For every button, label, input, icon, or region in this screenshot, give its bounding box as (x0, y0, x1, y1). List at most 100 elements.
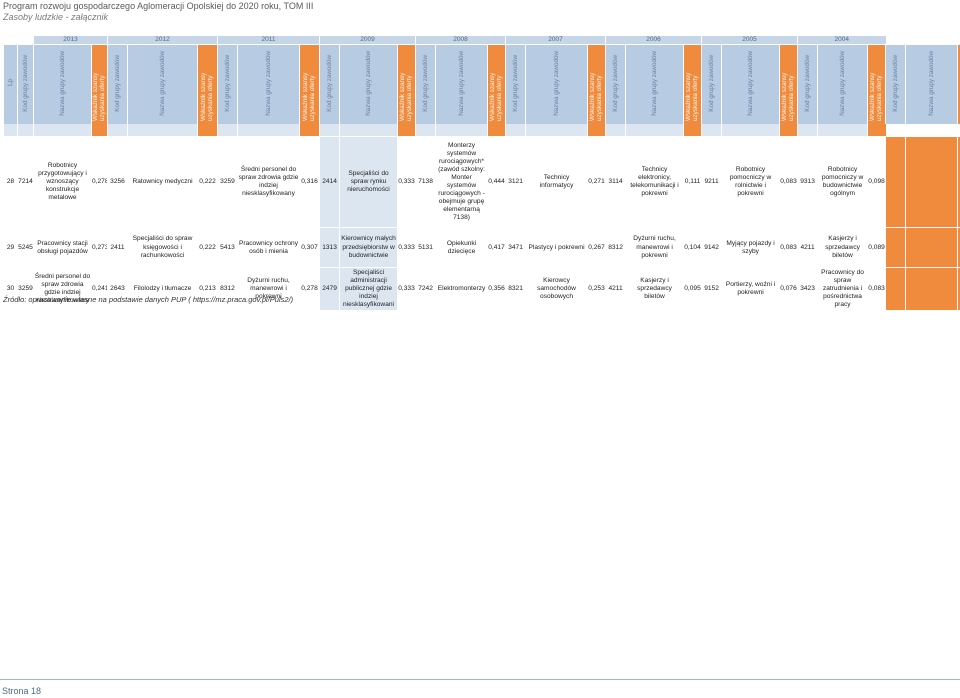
table-row: 29 5245 Pracownicy stacji obsługi pojazd… (3, 227, 960, 268)
cell-code: 4211 (797, 227, 818, 268)
cell-index: 0,083 (867, 267, 886, 310)
orange-marker (905, 267, 958, 310)
col-header-code: Kod grupy zawodów (415, 44, 436, 125)
cell-index: 0,222 (197, 227, 218, 268)
cell-name: Opiekunki dziecięce (435, 227, 488, 268)
cell-code: 2414 (319, 136, 340, 228)
cell-index: 0,241 (91, 267, 108, 310)
cell-index: 0,333 (397, 227, 416, 268)
col-header-code: Kod grupy zawodów (797, 44, 818, 125)
cell-index: 0,213 (197, 267, 218, 310)
cell-index: 0,273 (91, 227, 108, 268)
cell-name: Specjaliści do spraw księgowości i rachu… (127, 227, 198, 268)
col-header-name: Nazwa grupy zawodów (237, 44, 300, 125)
col-header-name: Nazwa grupy zawodów (33, 44, 92, 125)
cell-code: 8321 (505, 267, 526, 310)
cell-index: 0,083 (779, 227, 798, 268)
col-header-code: Kod grupy zawodów (605, 44, 626, 125)
cell-index: 0,098 (867, 136, 886, 228)
year-header: 2004 (797, 36, 886, 45)
cell-code: 3114 (605, 136, 626, 228)
column-header-row: Lp Kod grupy zawodów Nazwa grupy zawodów… (3, 44, 960, 125)
col-header-code: Kod grupy zawodów (217, 44, 238, 125)
orange-marker (957, 136, 960, 228)
cell-name: Portierzy, woźni i pokrewni (721, 267, 780, 310)
col-header-name: Nazwa grupy zawodów (721, 44, 780, 125)
cell-code: 5245 (17, 227, 34, 268)
col-header-index: Wskaźnik szansy uzyskania oferty (487, 44, 506, 125)
cell-name: Pracownicy do spraw zatrudnienia i pośre… (817, 267, 868, 310)
cell-name: Robotnicy pomocniczy w budownictwie ogól… (817, 136, 868, 228)
cell-name: Elektromonterzy (435, 267, 488, 310)
cell-name: Plastycy i pokrewni (525, 227, 588, 268)
cell-index: 0,333 (397, 136, 416, 228)
cell-code: 3423 (797, 267, 818, 310)
cell-index: 0,444 (487, 136, 506, 228)
col-header-name: Nazwa grupy zawodów (435, 44, 488, 125)
cell-code: 2479 (319, 267, 340, 310)
cell-index: 0,111 (683, 136, 702, 228)
col-header-name: Nazwa grupy zawodów (339, 44, 398, 125)
cell-name: Kierowcy samochodów osobowych (525, 267, 588, 310)
col-header-index: Wskaźnik szansy uzyskania oferty (397, 44, 416, 125)
year-header: 2007 (505, 36, 606, 45)
cell-code: 9313 (797, 136, 818, 228)
col-header-index: Wskaźnik szansy uzyskania oferty (683, 44, 702, 125)
cell-code: 8312 (605, 227, 626, 268)
col-header-name: Nazwa grupy zawodów (127, 44, 198, 125)
cell-name: Myjący pojazdy i szyby (721, 227, 780, 268)
year-header-row: 2013 2012 2011 2009 2008 2007 2006 2005 … (3, 36, 960, 45)
cell-name: Specjaliści do spraw rynku nieruchomości (339, 136, 398, 228)
year-header: 2009 (319, 36, 416, 45)
cell-code: 3259 (217, 136, 238, 228)
cell-index: 0,222 (197, 136, 218, 228)
cell-code: 1313 (319, 227, 340, 268)
orange-marker (885, 227, 906, 268)
cell-code: 3256 (107, 136, 128, 228)
col-header-code: Kod grupy zawodów (701, 44, 722, 125)
cell-index: 0,278 (298, 267, 320, 310)
col-header-lp: Lp (3, 44, 18, 125)
document-title: Program rozwoju gospodarczego Aglomeracj… (3, 1, 314, 11)
cell-index: 0,316 (298, 136, 320, 228)
col-header-name: Nazwa grupy zawodów (817, 44, 868, 125)
cell-name: Dyżurni ruchu, manewrowi i pokrewni (237, 267, 300, 310)
cell-index: 0,089 (867, 227, 886, 268)
cell-code: 3471 (505, 227, 526, 268)
footer-divider (0, 679, 960, 680)
table-row: 28 7214 Robotnicy przygotowujący i wznos… (3, 136, 960, 228)
cell-index: 0,076 (779, 267, 798, 310)
cell-name: Robotnicy przygotowujący i wznoszący kon… (33, 136, 92, 228)
cell-index: 0,104 (683, 227, 702, 268)
cell-name: Robotnicy pomocniczy w rolnictwie i pokr… (721, 136, 780, 228)
cell-name: Średni personel do spraw zdrowia gdzie i… (33, 267, 92, 310)
table-row: 30 3259 Średni personel do spraw zdrowia… (3, 267, 960, 310)
year-header: 2013 (33, 36, 108, 45)
cell-code: 2643 (107, 267, 128, 310)
cell-name: Specjaliści administracji publicznej gdz… (339, 267, 398, 310)
cell-code: 5131 (415, 227, 436, 268)
cell-name: Filolodzy i tłumacze (127, 267, 198, 310)
year-header: 2012 (107, 36, 218, 45)
cell-lp: 28 (3, 136, 18, 228)
col-header-name: Nazwa grupy zawodów (525, 44, 588, 125)
cell-code: 8312 (217, 267, 238, 310)
cell-index: 0,278 (91, 136, 108, 228)
cell-code: 9152 (701, 267, 722, 310)
col-header-code: Kod grupy zawodów (17, 44, 34, 125)
cell-name: Ratownicy medyczni (127, 136, 198, 228)
col-header-code: Kod grupy zawodów (319, 44, 340, 125)
year-header: 2011 (216, 36, 320, 45)
cell-name: Kasjerzy i sprzedawcy biletów (625, 267, 684, 310)
cell-name: Kierownicy małych przedsiębiorstw w budo… (339, 227, 398, 268)
col-header-code: Kod grupy zawodów (107, 44, 128, 125)
col-header-index: Wskaźnik szansy uzyskania oferty (91, 44, 108, 125)
cell-code: 3259 (17, 267, 34, 310)
cell-code: 7214 (17, 136, 34, 228)
orange-marker (957, 227, 960, 268)
page-number: Strona 18 (2, 686, 42, 696)
cell-index: 0,417 (487, 227, 506, 268)
col-header-name: Nazwa grupy zawodów (905, 44, 958, 125)
cell-name: Pracownicy ochrony osób i mienia (237, 227, 300, 268)
cell-code: 2411 (107, 227, 128, 268)
